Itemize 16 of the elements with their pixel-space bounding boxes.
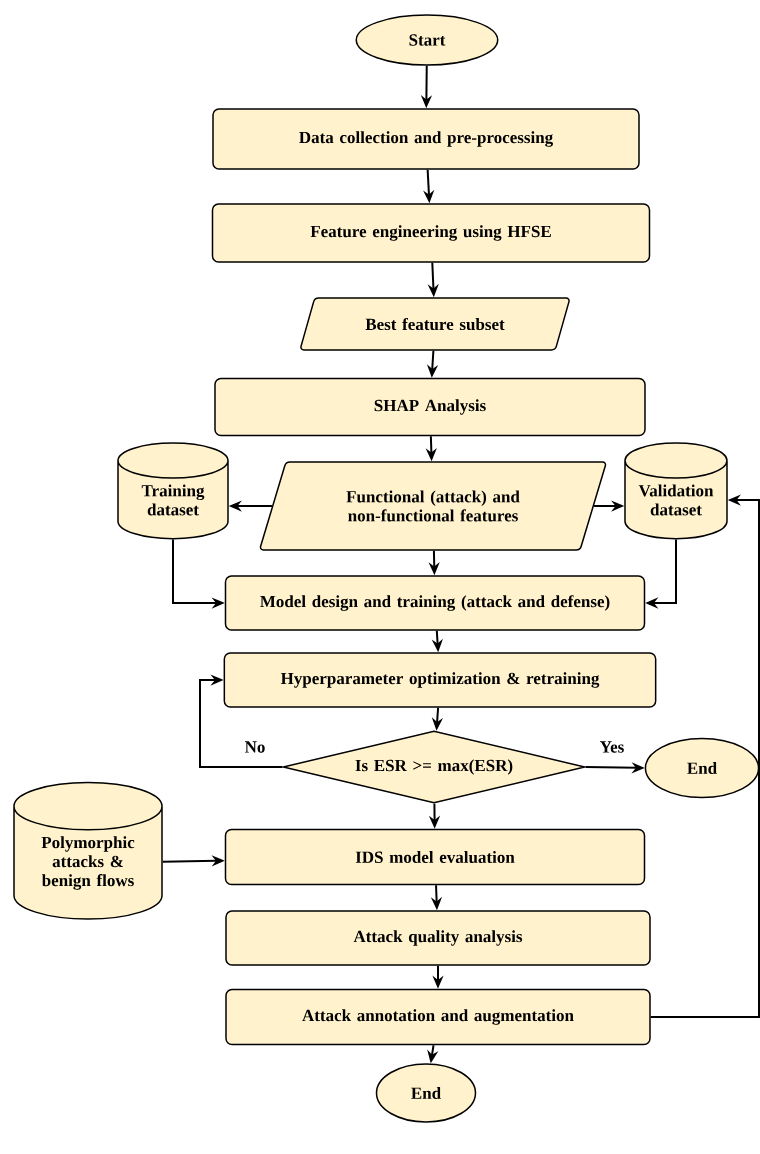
process-box: Model design and training (attack and defense) (224, 575, 646, 631)
process-box: Feature engineering using HFSE (211, 203, 651, 263)
process-box: Hyperparameter optimization & retraining (223, 652, 657, 708)
process-box: Attack annotation and augmentation (225, 988, 651, 1046)
arrow (199, 674, 284, 768)
database-cylinder: Polymorphic attacks & benign flows (13, 781, 163, 920)
data-parallelogram: Best feature subset (300, 297, 570, 351)
process-box: Data collection and pre-processing (212, 108, 640, 170)
database-cylinder: Validation dataset (624, 442, 728, 540)
database-cylinder: Training dataset (117, 442, 229, 540)
process-box: SHAP Analysis (214, 377, 646, 437)
process-box: Attack quality analysis (225, 910, 651, 966)
data-parallelogram: Functional (attack) and non-functional features (259, 461, 607, 551)
process-box: IDS model evaluation (224, 828, 646, 886)
edge-label: No (243, 740, 267, 754)
edge-label: Yes (598, 740, 626, 754)
